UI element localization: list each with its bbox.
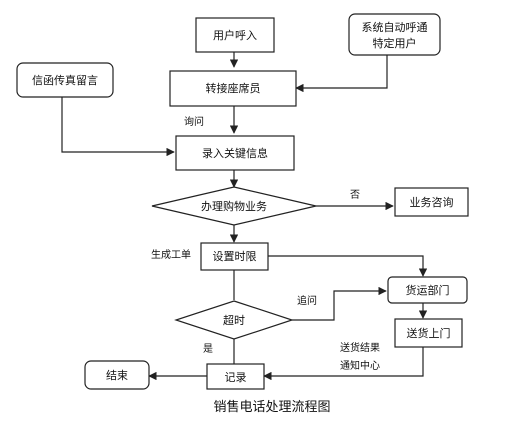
- edge-set-limit-to-shipping: [268, 255, 428, 277]
- edge-label-create-ticket: 生成工单: [151, 248, 191, 261]
- edge-labels: 询问 否 生成工单 追问 是 送货结果 通知中心: [151, 115, 380, 372]
- node-transfer-agent: 转接座席员: [169, 70, 297, 107]
- edge-overtime-follow-up: [292, 286, 387, 321]
- node-business-consult: 业务咨询: [394, 187, 469, 217]
- node-label-line-1: 系统自动呼通: [362, 21, 428, 34]
- node-label: 信函传真留言: [32, 73, 98, 87]
- node-label: 业务咨询: [410, 195, 454, 209]
- node-user-call: 用户呼入: [195, 17, 275, 53]
- edges: [61, 52, 428, 381]
- node-label: 设置时限: [213, 250, 257, 263]
- node-label: 结束: [106, 369, 128, 382]
- node-label: 转接座席员: [206, 81, 261, 95]
- edge-label-notify-result-line-1: 送货结果: [340, 341, 380, 354]
- edge-label-yes: 是: [203, 343, 213, 355]
- node-record-key-info: 录入关键信息: [175, 135, 295, 171]
- edge-label-inquire: 询问: [184, 115, 204, 128]
- node-label: 办理购物业务: [201, 199, 267, 213]
- node-shipping-dept: 货运部门: [387, 276, 468, 304]
- edge-fax-to-record-info: [61, 97, 175, 157]
- node-label-line-2: 特定用户: [373, 36, 417, 50]
- node-label: 超时: [223, 313, 245, 327]
- node-auto-dial: 系统自动呼通 特定用户: [348, 13, 441, 56]
- edge-label-no: 否: [350, 189, 360, 201]
- node-shopping-business: 办理购物业务: [151, 186, 317, 226]
- node-end: 结束: [84, 360, 150, 390]
- node-label: 用户呼入: [213, 28, 257, 42]
- node-label: 记录: [225, 371, 247, 384]
- edge-delivery-to-record: [263, 347, 424, 381]
- node-label: 货运部门: [406, 283, 450, 297]
- edge-auto-dial-to-transfer: [295, 55, 388, 93]
- node-delivery: 送货上门: [394, 318, 463, 348]
- node-record: 记录: [206, 363, 265, 390]
- edge-label-follow-up: 追问: [297, 294, 317, 307]
- node-set-time-limit: 设置时限: [200, 242, 269, 271]
- diagram-caption: 销售电话处理流程图: [213, 399, 330, 415]
- edge-label-notify-result-line-2: 通知中心: [340, 359, 380, 372]
- node-fax-message: 信函传真留言: [16, 62, 114, 98]
- node-label: 送货上门: [407, 326, 451, 340]
- node-label: 录入关键信息: [202, 146, 268, 160]
- node-overtime: 超时: [174, 300, 294, 340]
